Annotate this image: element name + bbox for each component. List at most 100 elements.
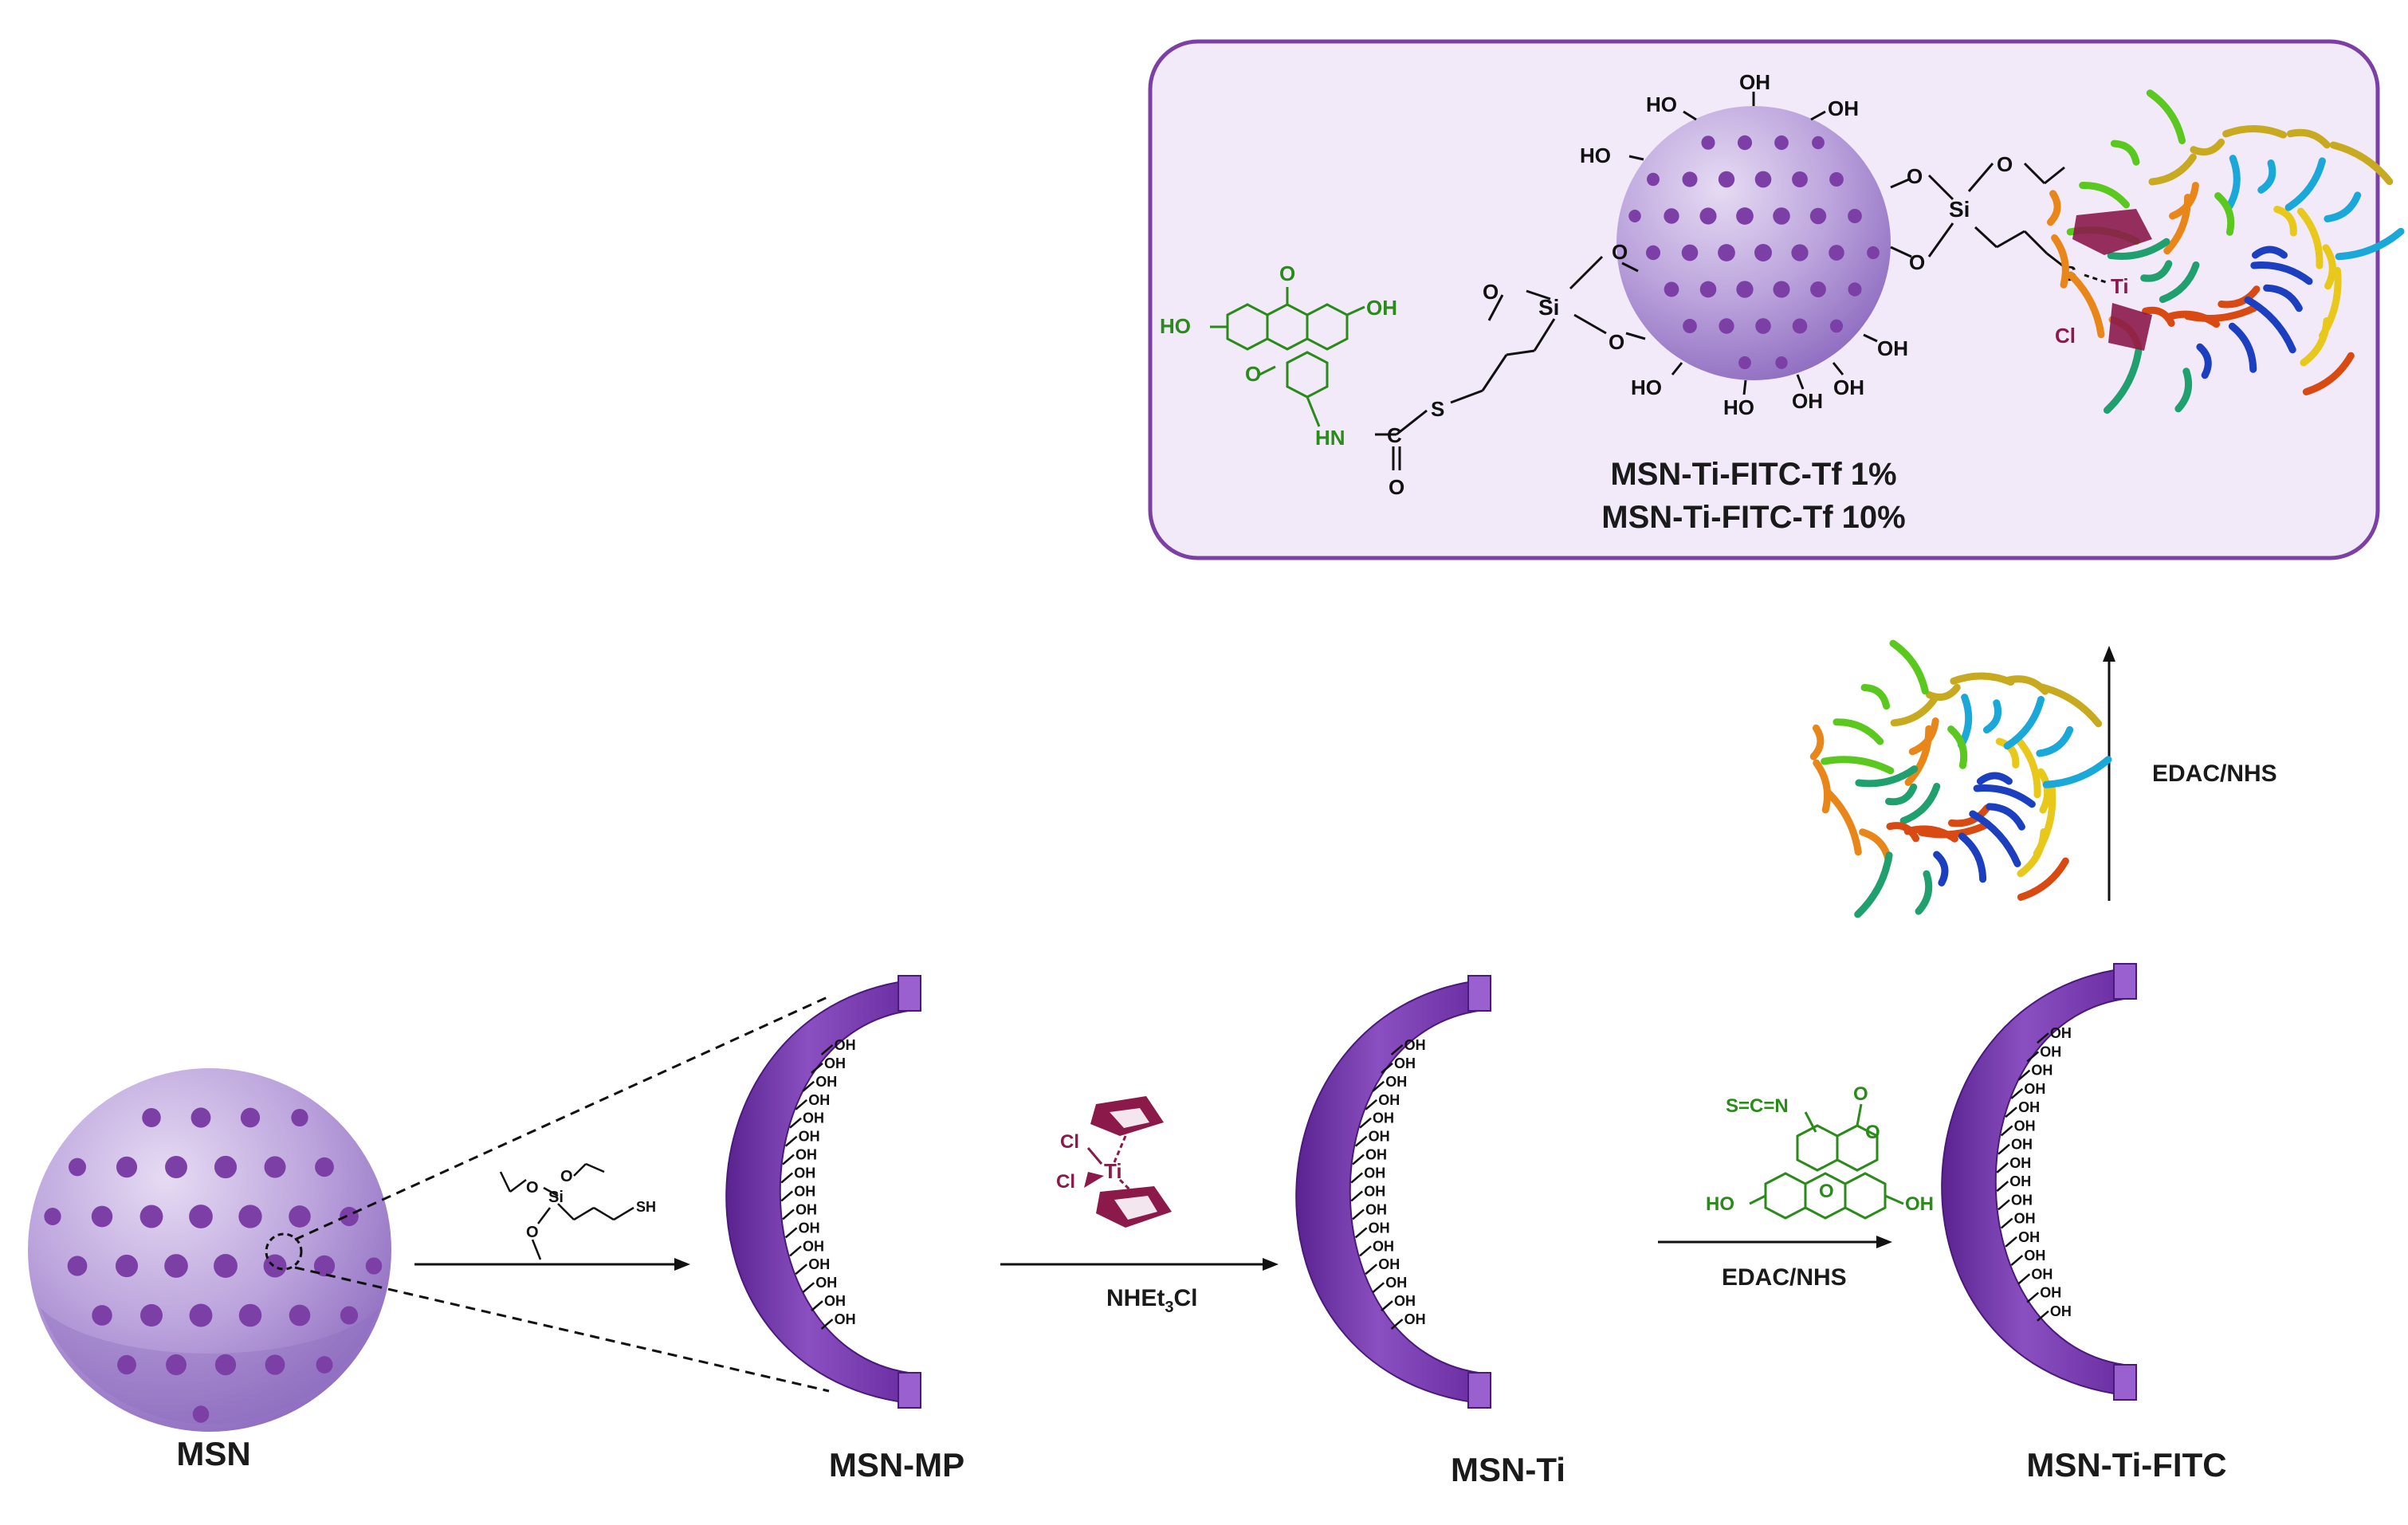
fitc-reagent-atoms: S=C=N O O O HO OH bbox=[1706, 1083, 1934, 1215]
step4-reagent: EDAC/NHS bbox=[2152, 761, 2277, 787]
pore bbox=[340, 1206, 359, 1227]
o-label: O bbox=[526, 1179, 539, 1197]
oh-label: OH bbox=[824, 1055, 846, 1071]
oh-label: OH bbox=[2050, 1025, 2072, 1041]
oh-label: OH bbox=[808, 1092, 830, 1108]
zoom-circle bbox=[265, 1232, 303, 1271]
pore bbox=[140, 1303, 163, 1327]
product-cp-rings bbox=[2072, 209, 2152, 351]
ribbon-segment bbox=[2174, 367, 2193, 413]
pore bbox=[1682, 171, 1698, 187]
pore bbox=[115, 1254, 139, 1278]
pore bbox=[1737, 135, 1753, 151]
ribbon-segment bbox=[1908, 717, 1939, 756]
ribbon-segment bbox=[2017, 827, 2048, 878]
ribbon-segment bbox=[1890, 694, 1939, 727]
oh-label: OH bbox=[2031, 1063, 2052, 1079]
oh-label: OH bbox=[2031, 1266, 2052, 1282]
pore bbox=[313, 1255, 336, 1277]
ribbon-segment bbox=[2103, 347, 2143, 415]
o-label: O bbox=[1909, 250, 1925, 274]
ribbon-segment bbox=[1915, 870, 1933, 915]
ribbon-segment bbox=[2107, 238, 2170, 260]
cl-label: Cl bbox=[1056, 1171, 1075, 1193]
ribbon-segment bbox=[1926, 683, 1961, 702]
oh-label: OH bbox=[799, 1129, 820, 1145]
oh-label: OH bbox=[1364, 1165, 1385, 1181]
wall-cap bbox=[1467, 1372, 1491, 1409]
oh-label: OH bbox=[1385, 1074, 1407, 1090]
oh-label: OH bbox=[1739, 70, 1770, 94]
pore bbox=[191, 1107, 211, 1128]
oh-label: OH bbox=[803, 1110, 824, 1126]
pore bbox=[1848, 208, 1862, 224]
o-label: O bbox=[1612, 240, 1628, 264]
transferrin-protein-icon bbox=[2046, 89, 2405, 415]
pore bbox=[238, 1303, 262, 1327]
ribbon-segment bbox=[2110, 140, 2140, 166]
pore bbox=[165, 1155, 187, 1179]
ribbon-segment bbox=[1933, 851, 1949, 886]
product-left-linker-atoms: O O Si O S C O HN bbox=[1315, 240, 1628, 499]
oh-label: OH bbox=[1792, 389, 1823, 413]
oh-label: OH bbox=[1394, 1293, 1416, 1309]
oh-label: OH bbox=[2050, 1303, 2072, 1319]
ribbon-segment bbox=[2329, 141, 2394, 186]
product-pores bbox=[1628, 135, 1880, 370]
oh-label: OH bbox=[835, 1311, 856, 1327]
sh-label: SH bbox=[636, 1199, 656, 1215]
step2-reagent: NHEt3Cl bbox=[1106, 1285, 1197, 1316]
ribbon-segment bbox=[1855, 765, 1919, 788]
pore bbox=[1775, 356, 1788, 369]
ribbon-segment bbox=[2051, 234, 2069, 289]
wall-cap bbox=[898, 1372, 921, 1409]
pore bbox=[315, 1157, 334, 1177]
ribbon-segment bbox=[1885, 783, 1918, 806]
ribbon-segment bbox=[2228, 322, 2257, 373]
ribbon-segment bbox=[2003, 696, 2045, 750]
oh-label: OH bbox=[1378, 1092, 1400, 1108]
product-hydroxyls: OH HO OH HO OH OH OH HO HO bbox=[1580, 70, 1908, 419]
fitc-isothiocyanate-label: S=C=N bbox=[1726, 1095, 1789, 1117]
pore bbox=[1718, 171, 1735, 188]
pore bbox=[117, 1354, 136, 1375]
product-right-linker-atoms: O O Si O S Ti Cl bbox=[1907, 152, 2129, 348]
oh-label: OH bbox=[2040, 1044, 2061, 1059]
step1-arrow bbox=[414, 1258, 690, 1271]
cl-label: Cl bbox=[2055, 324, 2076, 348]
msn-mp-label: MSN-MP bbox=[829, 1446, 964, 1484]
ribbon-segment bbox=[1899, 782, 1941, 825]
ribbon-segment bbox=[2225, 155, 2241, 210]
ribbon-segment bbox=[1947, 725, 1968, 769]
ribbon-segment bbox=[1986, 803, 2025, 831]
ribbon-segment bbox=[2300, 316, 2331, 367]
oh-label: OH bbox=[795, 1201, 817, 1217]
pore bbox=[1773, 281, 1790, 298]
o-label: O bbox=[526, 1224, 539, 1241]
o-label: O bbox=[1279, 261, 1295, 285]
ribbon-segment bbox=[2067, 271, 2105, 339]
oh-label: OH bbox=[1369, 1220, 1390, 1236]
oh-label: OH bbox=[2040, 1285, 2061, 1301]
ribbon-segment bbox=[2214, 192, 2235, 236]
ribbon-segment bbox=[2284, 157, 2326, 211]
oh-label: OH bbox=[2024, 1248, 2045, 1264]
ribbon-segment bbox=[2146, 89, 2186, 144]
pore bbox=[289, 1205, 311, 1228]
silica-wall bbox=[725, 979, 909, 1405]
ho-label: HO bbox=[1160, 314, 1191, 338]
oh-label: OH bbox=[1365, 1147, 1387, 1163]
oh-label: OH bbox=[1385, 1275, 1407, 1291]
mptes-atoms: O O Si O SH bbox=[526, 1168, 656, 1241]
product-fitc-dye bbox=[1210, 287, 1365, 427]
ribbon-segment bbox=[1859, 828, 1892, 864]
wall-cap bbox=[1467, 975, 1491, 1012]
pore bbox=[1683, 318, 1697, 334]
ribbon-segment bbox=[2190, 138, 2225, 156]
ribbon-segment bbox=[1976, 772, 2013, 785]
pore bbox=[1736, 281, 1754, 298]
ribbon-segment bbox=[2017, 857, 2069, 901]
o-label: O bbox=[1609, 330, 1624, 354]
pore bbox=[240, 1107, 261, 1128]
